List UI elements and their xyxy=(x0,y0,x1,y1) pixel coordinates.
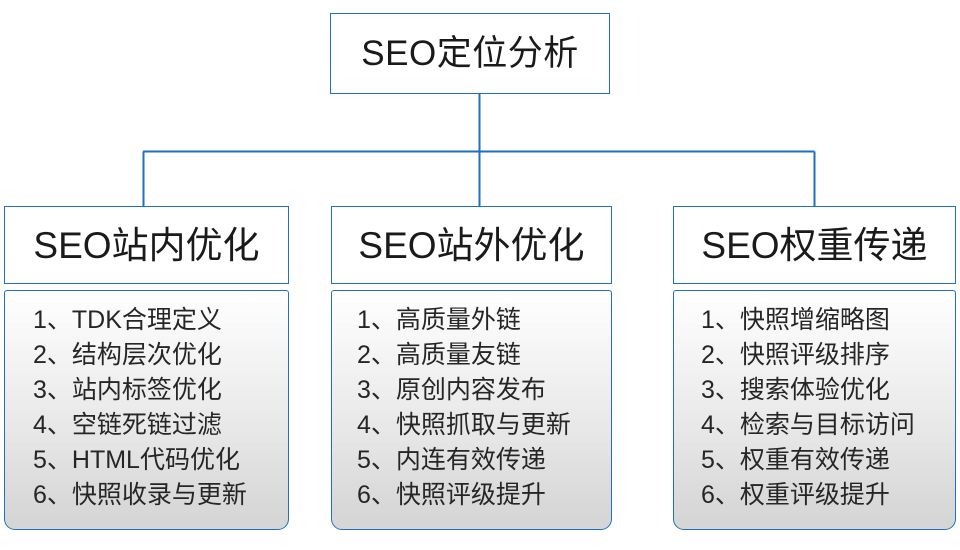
branch-header-3[interactable]: SEO权重传递 xyxy=(673,206,956,284)
list-item: 6、快照收录与更新 xyxy=(33,481,247,509)
list-item: 4、快照抓取与更新 xyxy=(357,411,571,439)
branch-body-3: 1、快照增缩略图 2、快照评级排序 3、搜索体验优化 4、检索与目标访问 5、权… xyxy=(673,290,956,530)
branch-header-title-3: SEO权重传递 xyxy=(701,224,928,266)
branch-header-1[interactable]: SEO站内优化 xyxy=(4,206,289,284)
list-item: 5、权重有效传递 xyxy=(701,446,890,474)
list-item: 2、结构层次优化 xyxy=(33,341,222,369)
branch-column-2: SEO站外优化 1、高质量外链 2、高质量友链 3、原创内容发布 4、快照抓取与… xyxy=(331,206,612,530)
list-item: 3、原创内容发布 xyxy=(357,376,546,404)
root-node[interactable]: SEO定位分析 xyxy=(330,13,610,94)
list-item: 1、高质量外链 xyxy=(357,306,521,334)
branch-body-2: 1、高质量外链 2、高质量友链 3、原创内容发布 4、快照抓取与更新 5、内连有… xyxy=(331,290,612,530)
list-item: 3、搜索体验优化 xyxy=(701,376,890,404)
branch-header-2[interactable]: SEO站外优化 xyxy=(331,206,612,284)
list-item: 2、高质量友链 xyxy=(357,341,521,369)
list-item: 2、快照评级排序 xyxy=(701,341,890,369)
list-item: 4、空链死链过滤 xyxy=(33,411,222,439)
branch-column-1: SEO站内优化 1、TDK合理定义 2、结构层次优化 3、站内标签优化 4、空链… xyxy=(4,206,289,530)
list-item: 4、检索与目标访问 xyxy=(701,411,915,439)
list-item: 5、内连有效传递 xyxy=(357,446,546,474)
branch-header-title-1: SEO站内优化 xyxy=(33,224,260,266)
list-item: 6、权重评级提升 xyxy=(701,481,890,509)
list-item: 1、TDK合理定义 xyxy=(33,306,222,334)
list-item: 1、快照增缩略图 xyxy=(701,306,890,334)
list-item: 5、HTML代码优化 xyxy=(33,446,240,474)
root-node-title: SEO定位分析 xyxy=(361,34,579,73)
list-item: 3、站内标签优化 xyxy=(33,376,222,404)
branch-column-3: SEO权重传递 1、快照增缩略图 2、快照评级排序 3、搜索体验优化 4、检索与… xyxy=(673,206,956,530)
branch-body-1: 1、TDK合理定义 2、结构层次优化 3、站内标签优化 4、空链死链过滤 5、H… xyxy=(4,290,289,530)
branch-header-title-2: SEO站外优化 xyxy=(358,224,585,266)
list-item: 6、快照评级提升 xyxy=(357,481,546,509)
